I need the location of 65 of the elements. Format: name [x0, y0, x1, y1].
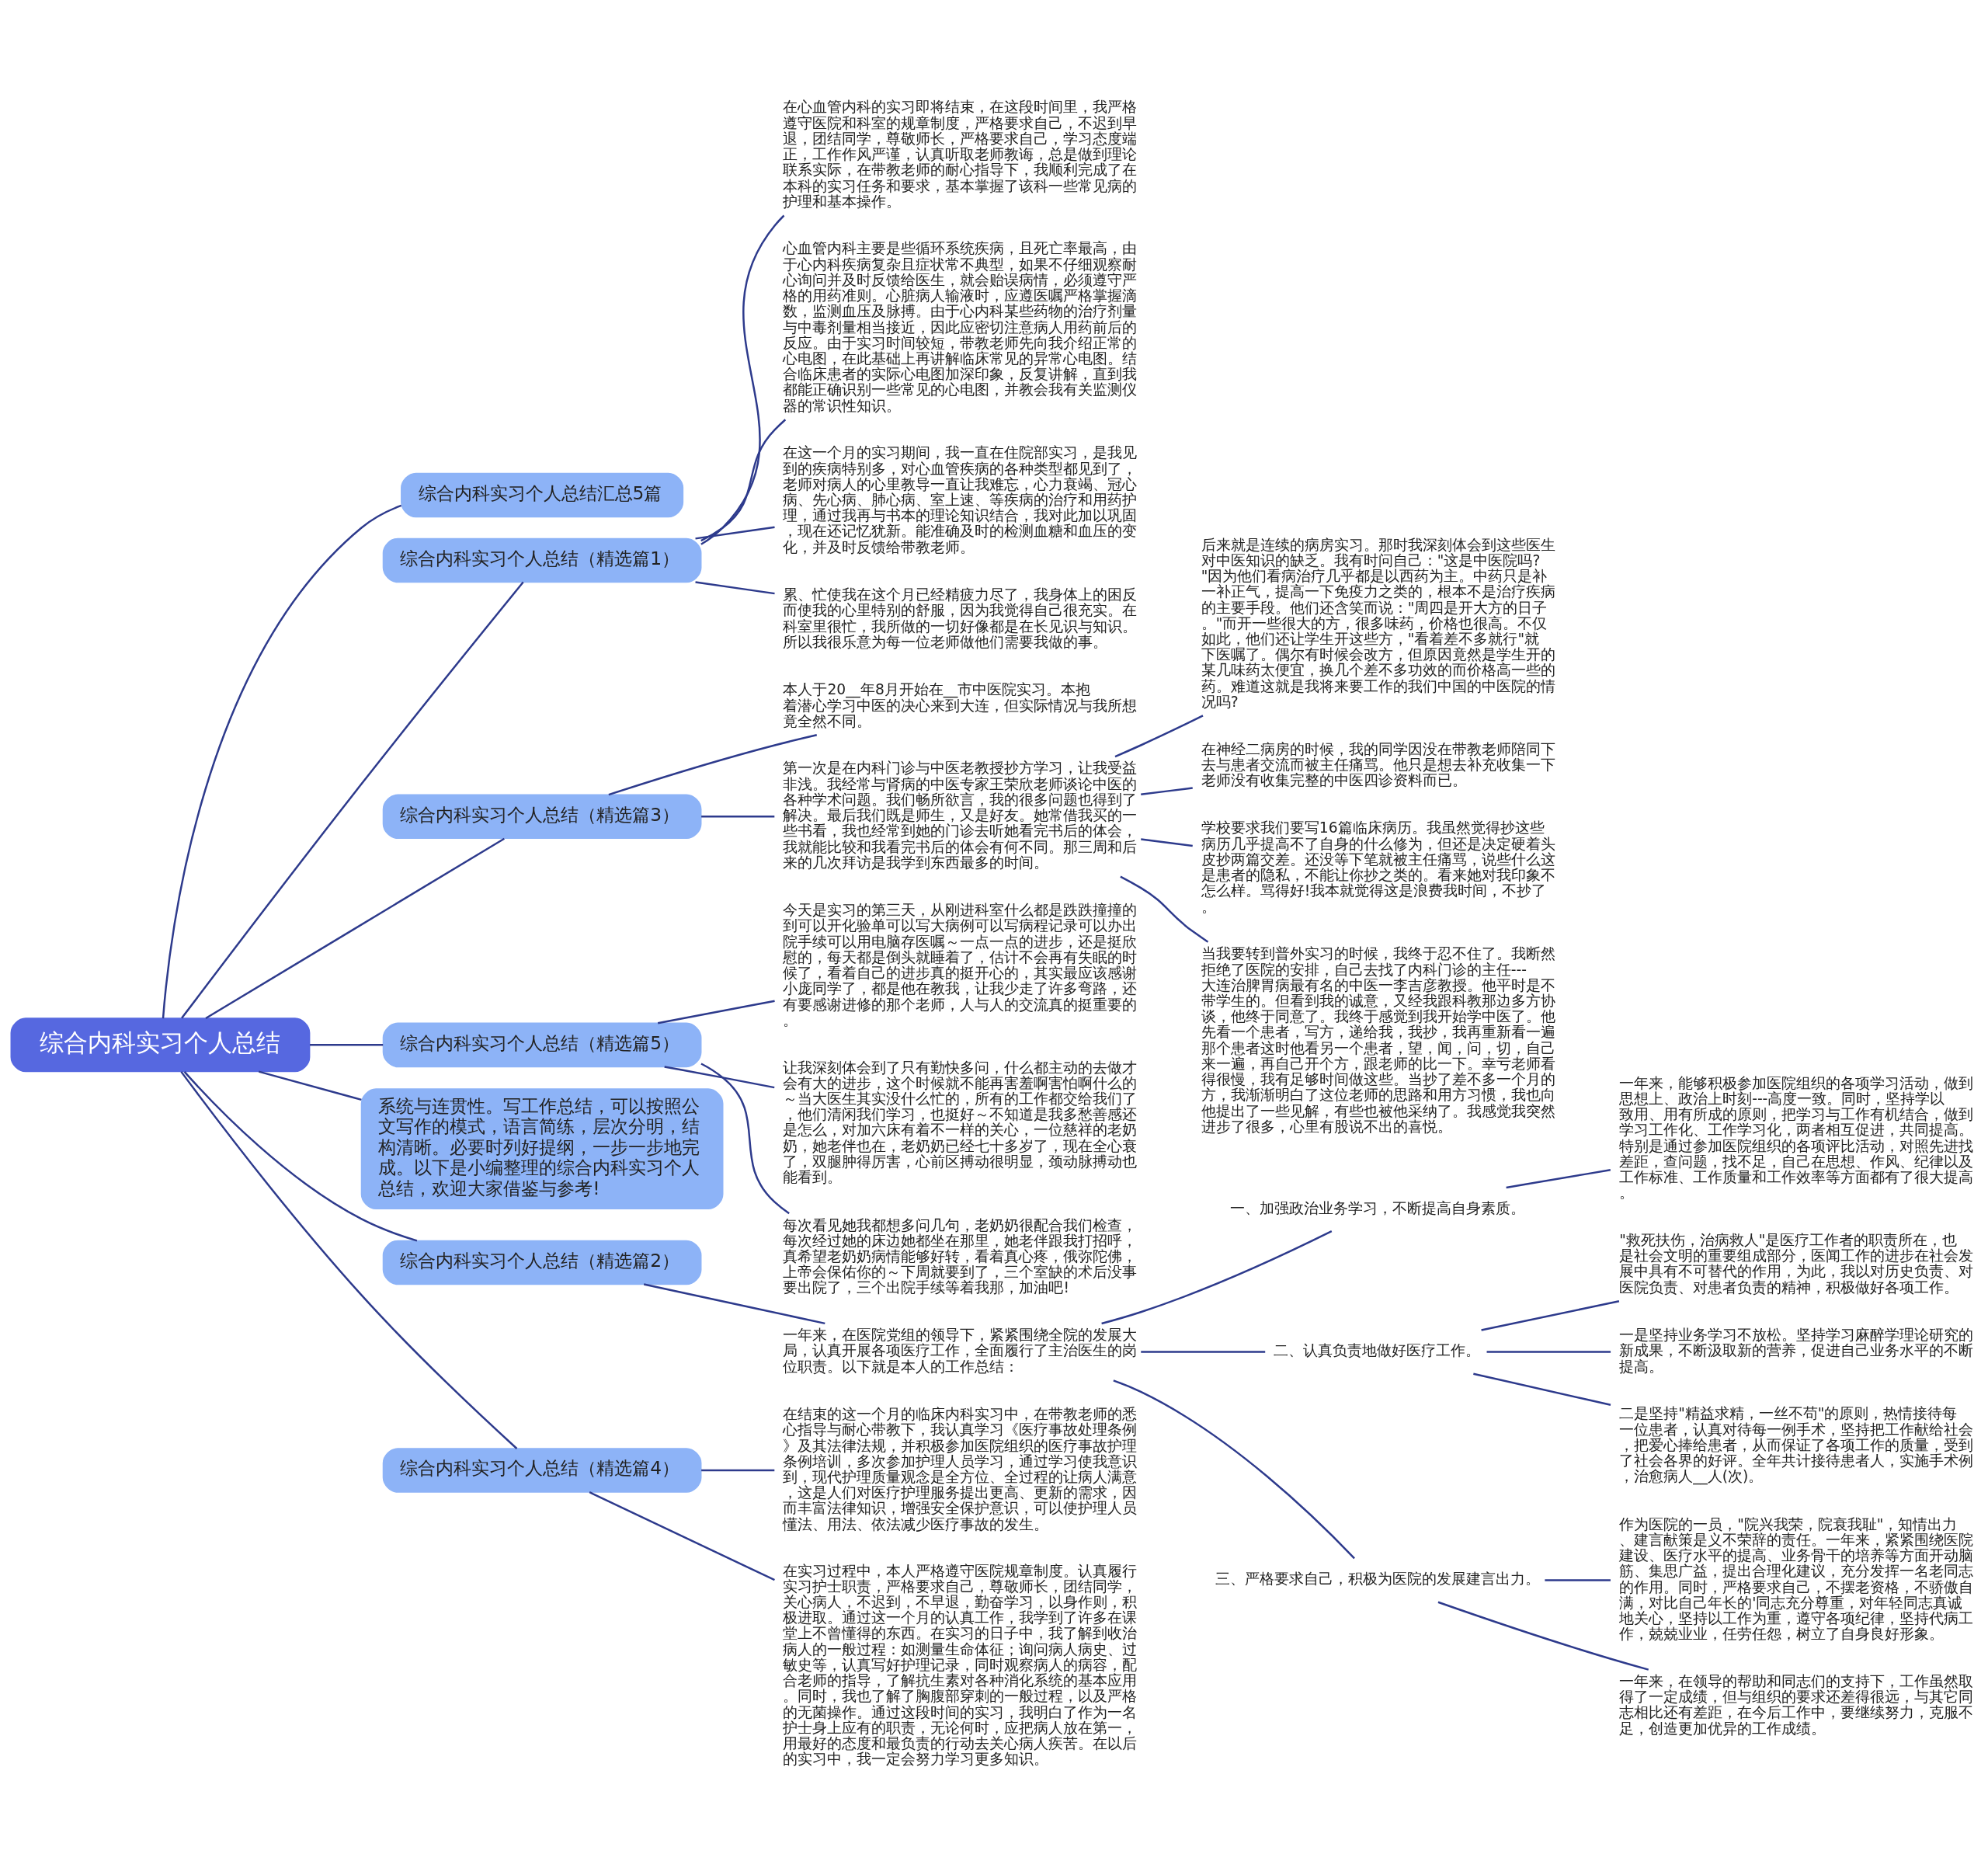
connector [310, 1043, 384, 1046]
node-text: 累、忙使我在这个月已经精疲力尽了，我身体上的困反而使我的心里特别的舒服，因为我觉得自己很充实。在科室里很忙，我所做的一切好像都是在长见识与知识。所以我很乐意为每一位老师做他们需要我做的事。 [783, 586, 1138, 650]
connector [700, 214, 785, 545]
node-text: "救死扶伤，治病救人"是医疗工作者的职责所在，也是社会文明的重要组成部分，医闻工作的进步在社会发展中具有不可替代的作用，为此，我以对历史负责、对医院负责、对患者负责的精神，积极做好各项工作。 [1619, 1231, 1974, 1296]
connector [643, 1282, 825, 1324]
connector [695, 580, 775, 594]
node-box: 系统与连贯性。写工作总结，可以按照公文写作的模式，语言简练，层次分明，结构清晰。必要时列好提纲，一步一步地完成。以下是小编整理的综合内科实习个人总结，欢迎大家借鉴与参考! [360, 1087, 724, 1209]
connector [700, 1062, 790, 1214]
node-text: 二、认真负责地做好医疗工作。 [1274, 1341, 1481, 1358]
connector [664, 1065, 775, 1088]
node-box: 综合内科实习个人总结（精选篇1） [382, 537, 702, 583]
node-box: 综合内科实习个人总结（精选篇3） [382, 794, 702, 839]
connector [205, 837, 505, 1019]
connector [1101, 1230, 1333, 1324]
connector [181, 581, 524, 1019]
node-text: 本人于20__年8月开始在__市中医院实习。本抱着潜心学习中医的决心来到大连，但实际情况与我所想竟全然不同。 [783, 680, 1138, 729]
node-text: 在结束的这一个月的临床内科实习中，在带教老师的悉心指导与耐心带教下，我认真学习《医疗事故处理条例》及其法律法规，并积极参加医院组织的医疗事故护理条例培训，多次参加护理人员学习，通过学习使我意识到，现代护理质量观念是全方位、全过程的让病人满意，这是人们对医疗护理服务提出更高、更新的需求，因而丰富法律知识，增强安全保护意识，可以使护理人员懂法、用法、依法减少医疗事故的发生。 [783, 1405, 1138, 1532]
node-text: 一年来，能够积极参加医院组织的各项学习活动，做到思想上、政治上时刻---高度一致。同时，坚持学以致用、用有所成的原则，把学习与工作有机结合，做到学习工作化、工作学习化，两者相互促进，共同提高。特别是通过参加医院组织的各项评比活动，对照先进找差距，查问题，找不足，自己在思想、作风、纪律以及工作标准、工作质量和工作效率等方面都有了很大提高。 [1619, 1074, 1974, 1201]
node-text: 在这一个月的实习期间，我一直在住院部实习，是我见到的疾病特别多，对心血管疾病的各种类型都见到了，老师对病人的心里教导一直让我难忘，心力衰竭、冠心病、先心病、肺心病、室上速、等疾病的治疗和用药护理，通过我再与书本的理论知识结合，我对此加以巩固，现在还记忆犹新。能准确及时的检测血糖和血压的变化，并及时反馈给带教老师。 [783, 444, 1138, 555]
connector [1141, 1350, 1266, 1353]
connector [1473, 1372, 1611, 1406]
node-text: 心血管内科主要是些循环系统疾病，且死亡率最高，由于心内科疾病复杂且症状常不典型，如果不仔细观察耐心询问并及时反馈给医生，就会贻误病情，必须遵守严格的用药准则。心脏病人输液时，应遵医嘱严格掌握滴数，监测血压及脉搏。由于心内科某些药物的治疗剂量与中毒剂量相当接近，因此应密切注意病人用药前后的反应。由于实习时间较短，带教老师先向我介绍正常的心电图，在此基础上再讲解临床常见的异常心电图。结合临床患者的实际心电图加深印象，反复讲解，直到我都能正确识别一些常见的心电图，并教会我有关监测仪器的常识性知识。 [783, 239, 1138, 414]
connector [1481, 1299, 1620, 1331]
node-text: 三、严格要求自己，积极为医院的发展建言出力。 [1215, 1570, 1541, 1587]
node-text: 在心血管内科的实习即将结束，在这段时间里，我严格遵守医院和科室的规章制度，严格要求自己，不迟到早退，团结同学，尊敬师长，严格要求自己，学习态度端正，工作作风严谨，认真听取老师教诲，总是做到理论联系实际，在带教老师的耐心指导下，我顺利完成了在本科的实习任务和要求，基本掌握了该科一些常见病的护理和基本操作。 [783, 98, 1138, 210]
connector [258, 1070, 362, 1101]
node-text: 在神经二病房的时候，我的同学因没在带教老师陪同下去与患者交流而被主任痛骂。他只是想去补充收集一下老师没有收集完整的中医四诊资料而已。 [1201, 740, 1555, 788]
connector [700, 418, 787, 541]
connector [657, 1000, 775, 1024]
connector [1120, 875, 1209, 943]
node-text: 一年来，在医院党组的领导下，紧紧围绕全院的发展大局，认真开展各项医疗工作，全面履行了主治医生的岗位职责。以下就是本人的工作总结： [783, 1326, 1138, 1375]
connector [701, 1469, 775, 1471]
connector [1506, 1168, 1611, 1188]
node-text: 让我深刻体会到了只有勤快多问，什么都主动的去做才会有大的进步，这个时候就不能再害羞啊害怕啊什么的～当大医生其实没什么忙的，所有的工作都交给我们了，他们清闲我们学习，也挺好～不知道是我多愁善感还是怎么，对加六床有着不一样的关心，一位慈祥的老奶奶，她老伴也在，老奶奶已经七十多岁了，现在全心衰了，双腿肿得厉害，心前区搏动很明显，颈动脉搏动也能看到。 [783, 1059, 1138, 1185]
node-text: 一、加强政治业务学习，不断提高自身素质。 [1230, 1199, 1526, 1216]
connector [1114, 714, 1204, 757]
connector [608, 733, 818, 795]
connector [1437, 1601, 1649, 1671]
node-box: 综合内科实习个人总结 [10, 1017, 311, 1072]
connector [180, 1070, 518, 1449]
node-text: 在实习过程中，本人严格遵守医院规章制度。认真履行实习护士职责，严格要求自己，尊敬师长，团结同学，关心病人，不迟到，不早退，勤奋学习，以身作则，积极进取。通过这一个月的认真工作，我学到了许多在课堂上不曾懂得的东西。在实习的日子中，我了解到收治病人的一般过程：如测量生命体征；询问病人病史、过敏史等，认真写好护理记录，同时观察病人的病容，配合老师的指导，了解抗生素对各种消化系统的基本应用。同时，我也了解了胸腹部穿刺的一般过程，以及严格的无菌操作。通过这段时间的实习，我明白了作为一名护士身上应有的职责，无论何时，应把病人放在第一，用最好的态度和最负责的行动去关心病人疾苦。在以后的实习中，我一定会努力学习更多知识。 [783, 1562, 1138, 1767]
node-text: 后来就是连续的病房实习。那时我深刻体会到这些医生对中医知识的缺乏。我有时问自己："这是中医院吗?"因为他们看病治疗几乎都是以西药为主。中药只是补一补正气，提高一下免疫力之类的，根本不是治疗疾病的主要手段。他们还含笑而说："周四是开大方的日子。"而开一些很大的方，很多味药，价格也很高。不仅如此，他们还让学生开这些方，"看着差不多就行"就下医嘱了。偶尔有时候会改方，但原因竟然是学生开的某几味药太便宜，换几个差不多功效的而价格高一些的药。难道这就是我将来要工作的我们中国的中医院的情况吗? [1201, 536, 1555, 710]
connector [183, 1070, 418, 1242]
node-box: 综合内科实习个人总结（精选篇5） [382, 1022, 702, 1067]
node-text: 当我要转到普外实习的时候，我终于忍不住了。我断然拒绝了医院的安排，自己去找了内科门诊的主任---大连治脾胃病最有名的中医一李吉彦教授。他平时是不带学生的。但看到我的诚意，又经我跟科教那边多方协谈，他终于同意了。我终于感觉到我开始学中医了。他先看一个患者，写方，递给我，我抄，我再重新看一遍那个患者这时他看另一个患者，望，闻，问，切，自己来一遍，再自己开个方，跟老师的比一下。幸亏老师看得很慢，我有足够时间做这些。当抄了差不多一个月的方，我渐渐明白了这位老师的思路和用方习惯，我也向他提出了一些见解，有些也被他采纳了。我感觉我突然进步了很多，心里有股说不出的喜悦。 [1201, 944, 1555, 1135]
connector [162, 504, 402, 1018]
node-text: 二是坚持"精益求精，一丝不苟"的原则，热情接待每一位患者，认真对待每一例手术，坚持把工作献给社会，把爱心捧给患者，从而保证了各项工作的质量，受到了社会各界的好评。全年共计接待患者人，实施手术例，治愈病人__人(次)。 [1619, 1404, 1974, 1484]
node-text: 学校要求我们要写16篇临床病历。我虽然觉得抄这些病历几乎提高不了自身的什么修为，但还是决定硬着头皮抄两篇交差。还没等下笔就被主任痛骂，说些什么这是患者的隐私，不能让你抄之类的。看来她对我印象不怎么样。骂得好!我本就觉得这是浪费我时间，不抄了。 [1201, 819, 1555, 915]
node-text: 第一次是在内科门诊与中医老教授抄方学习，让我受益非浅。我经常与肾病的中医专家王荣欣老师谈论中医的各种学术问题。我们畅所欲言，我的很多问题也得到了解决。最后我们既是师生，又是好友。她常借我买的一些书看，我也经常到她的门诊去听她看完书后的体会，我就能比较和我看完书后的体会有何不同。那三周和后来的几次拜访是我学到东西最多的时间。 [783, 759, 1138, 871]
node-text: 一年来，在领导的帮助和同志们的支持下，工作虽然取得了一定成绩，但与组织的要求还差得很远，与其它同志相比还有差距，在今后工作中，要继续努力，克服不足，创造更加优异的工作成绩。 [1619, 1672, 1974, 1737]
connector [1545, 1578, 1611, 1581]
node-box: 综合内科实习个人总结（精选篇4） [382, 1447, 702, 1493]
connector [1141, 786, 1193, 795]
connector [1113, 1379, 1355, 1559]
connector [1486, 1350, 1611, 1353]
node-text: 一是坚持业务学习不放松。坚持学习麻醉学理论研究的新成果，不断汲取新的营养，促进自己业务水平的不断提高。 [1619, 1326, 1974, 1375]
connector [1141, 837, 1193, 847]
node-text: 每次看见她我都想多问几句，老奶奶很配合我们检查，每次经过她的床边她都坐在那里，她老伴跟我打招呼，真希望老奶奶病情能够好转，看着真心疼，俄弥陀佛，上帝会保佑你的～下周就要到了，三个室缺的术后没事要出院了，三个出院手续等着我那，加油吧! [783, 1216, 1138, 1296]
connector [695, 526, 775, 540]
connector [589, 1491, 775, 1581]
node-text: 今天是实习的第三天，从刚进科室什么都是跌跌撞撞的到可以开化验单可以写大病例可以写病程记录可以办出院手续可以用电脑存医嘱～一点一点的进步，还是挺欣慰的，每天都是倒头就睡着了，估计不会再有失眠的时候了，看着自己的进步真的挺开心的，其实最应该感谢小庞同学了，都是他在教我，让我少走了许多弯路，还有要感谢进修的那个老师，人与人的交流真的挺重要的。 [783, 901, 1138, 1028]
node-box: 综合内科实习个人总结汇总5篇 [401, 472, 684, 517]
connector [701, 815, 775, 818]
node-text: 作为医院的一员，"院兴我荣，院衰我耻"，知情出力、建言献策是义不荣辞的责任。一年来，紧紧围绕医院建设、医疗水平的提高、业务骨干的培养等方面开动脑筋、集思广益，提出合理化建议，充分发挥一名老同志的作用。同时，严格要求自己，不摆老资格，不骄傲自满，对比自己年长的'同志充分尊重，对年轻同志真诚地关心，坚持以工作为重，遵守各项纪律，坚持代病工作，兢兢业业，任劳任怨，树立了自身良好形象。 [1619, 1515, 1974, 1642]
node-box: 综合内科实习个人总结（精选篇2） [382, 1240, 702, 1285]
